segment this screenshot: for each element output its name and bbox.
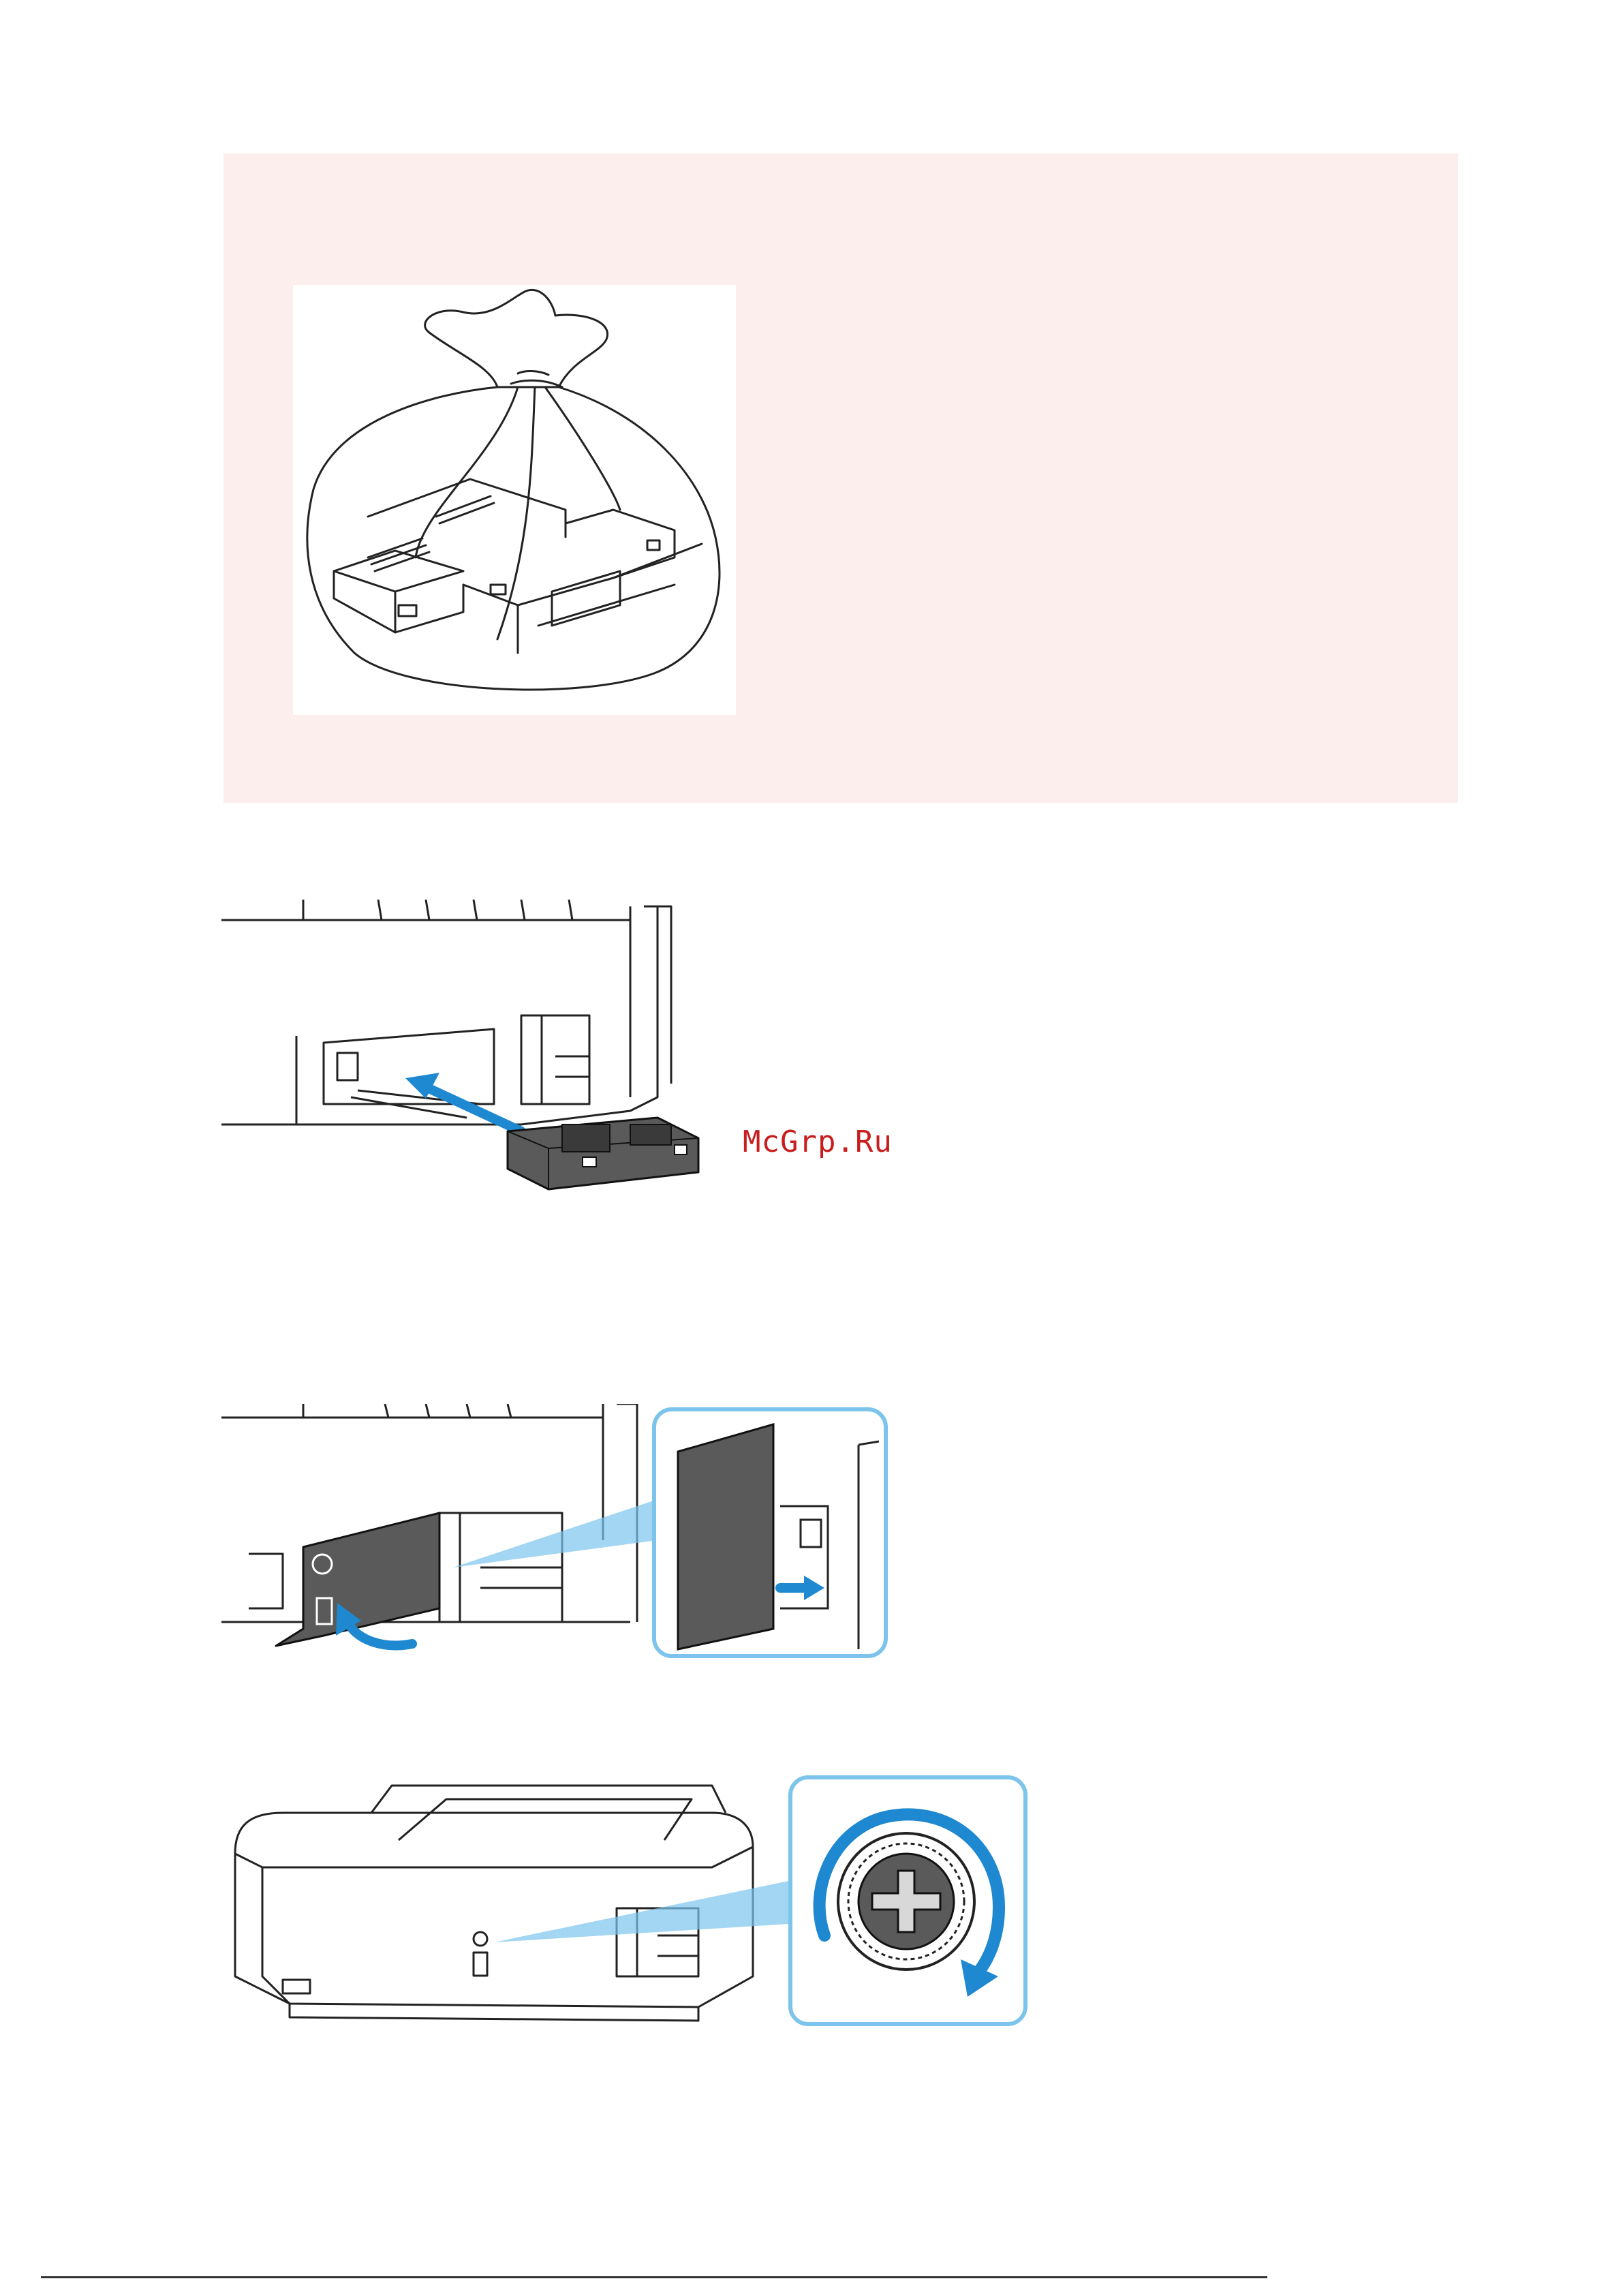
- cover-svg: [221, 1404, 889, 1663]
- screw-svg: [221, 1772, 1032, 2031]
- screw-illustration: [221, 1772, 1032, 2031]
- screw-icon: [838, 1833, 974, 1970]
- cover-illustration: [221, 1404, 889, 1663]
- insert-svg: [221, 900, 719, 1199]
- bag-illustration: [293, 285, 736, 715]
- page-bottom-rule: [41, 2276, 1267, 2278]
- watermark: McGrp.Ru: [743, 1124, 893, 1159]
- insert-cartridge-illustration: [221, 900, 719, 1199]
- bag-svg: [293, 285, 736, 715]
- insert-arrow-icon: [405, 1073, 521, 1131]
